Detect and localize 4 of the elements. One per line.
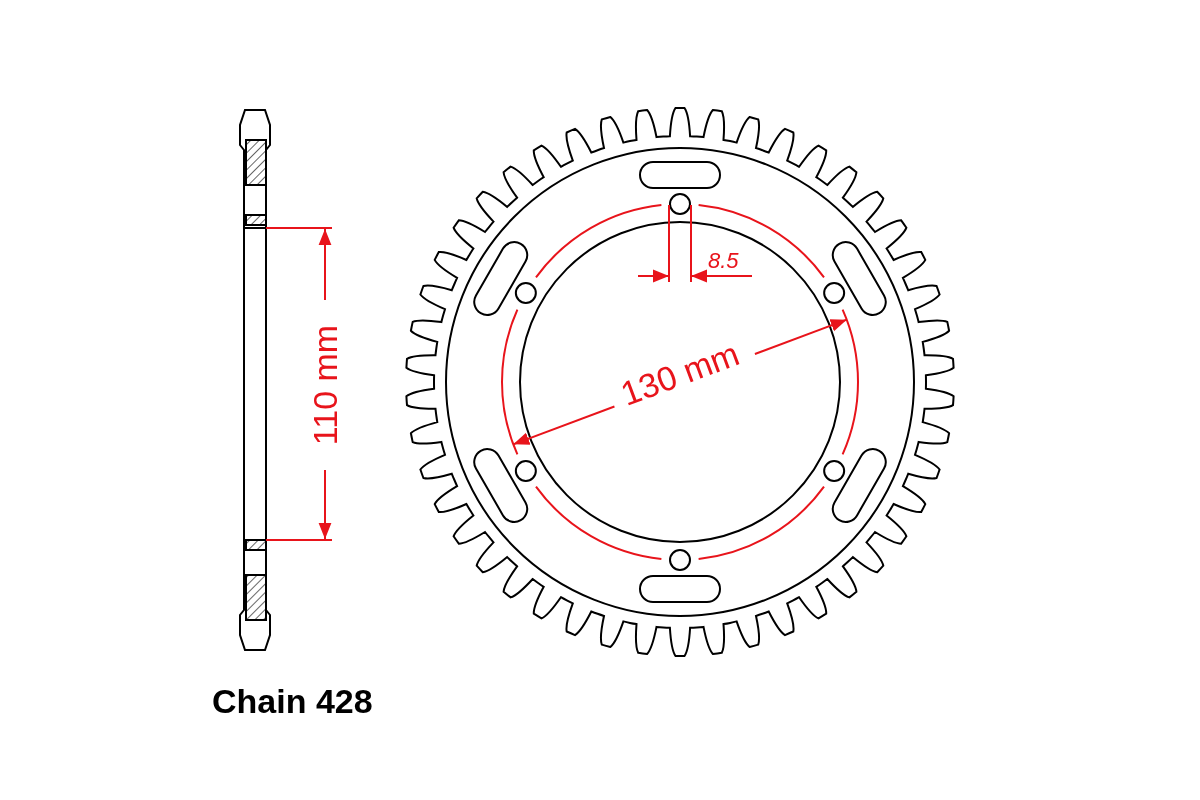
dimension-label: 110 mm [305, 324, 345, 446]
chain-size-label: Chain 428 [212, 682, 373, 721]
dimension-label: 130 mm [615, 334, 745, 414]
dimension-label: 8.5 [708, 248, 739, 274]
